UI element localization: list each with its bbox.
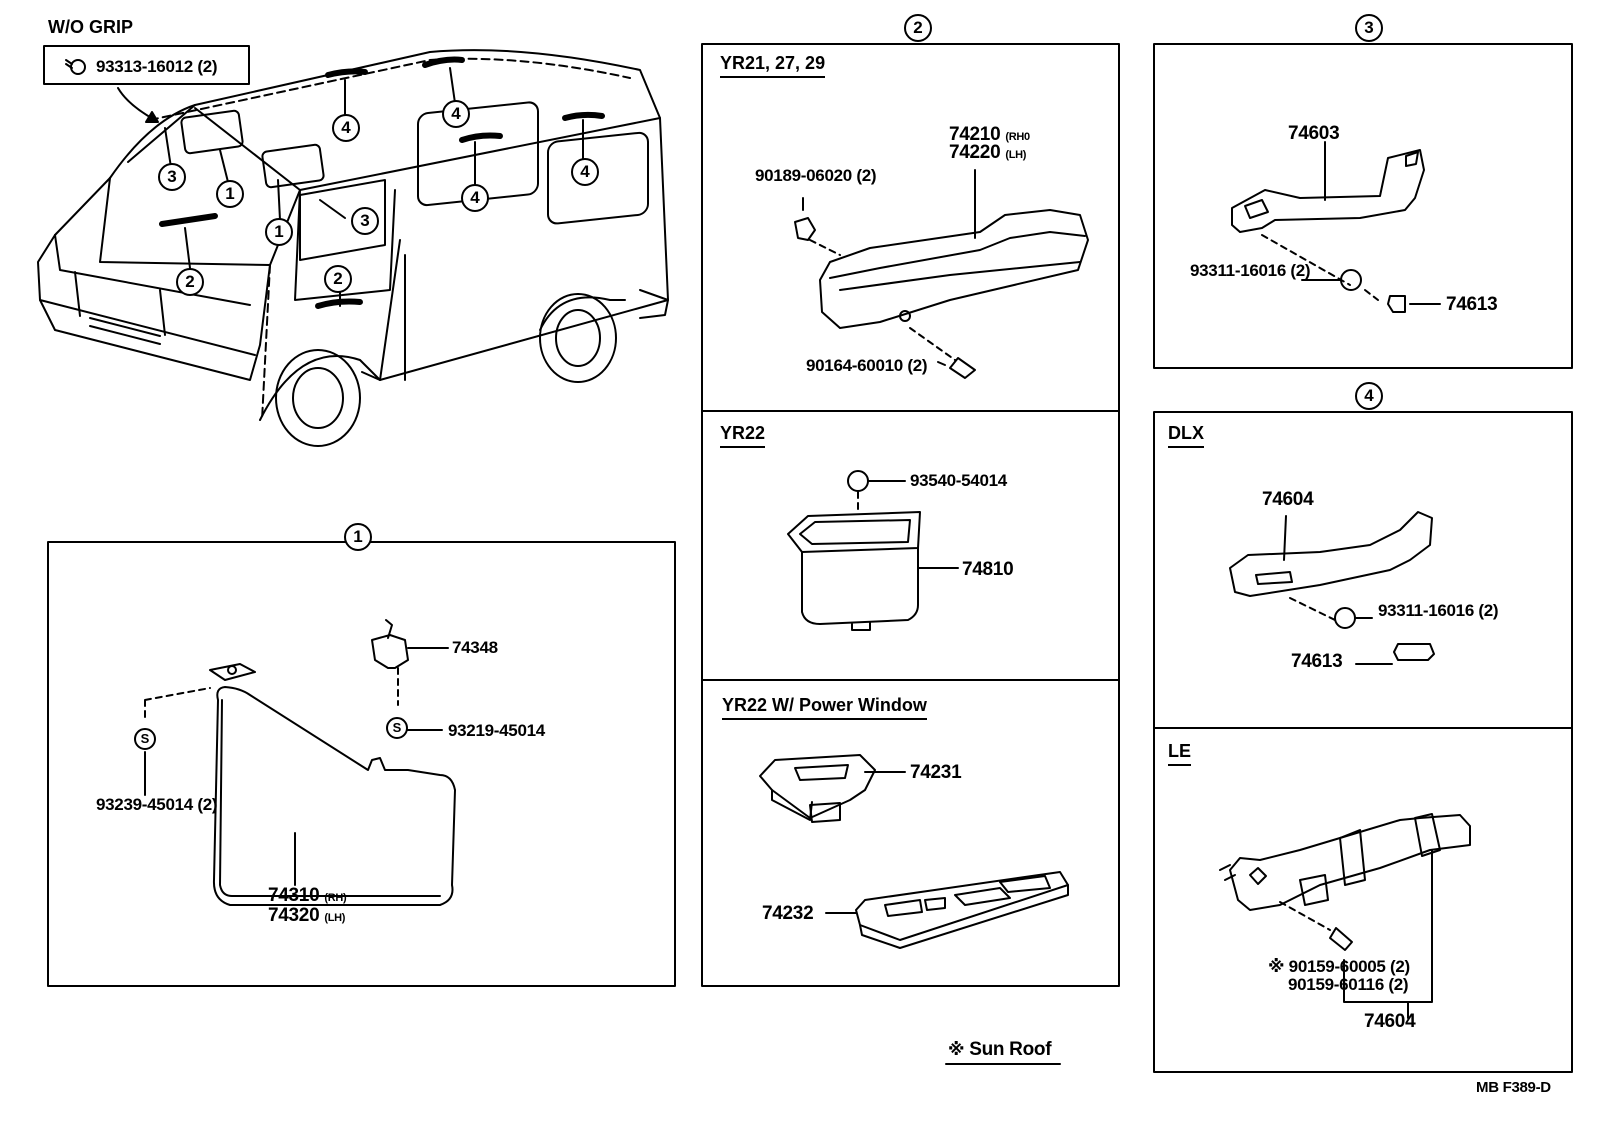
callout-2: 2 bbox=[324, 265, 352, 293]
model-header-yr21: YR21, 27, 29 bbox=[720, 54, 826, 78]
panel-3-box bbox=[1153, 43, 1573, 369]
rear-grip-screw-part-number: 93311-16016 (2) bbox=[1190, 261, 1311, 280]
grip-lh-part-number: 74220 (LH) bbox=[949, 142, 1027, 163]
grip-rh-part-number: 74210 (RH0 bbox=[949, 124, 1030, 145]
callout-4: 4 bbox=[442, 100, 470, 128]
section-1-callout: 1 bbox=[344, 523, 372, 551]
grade-header-dlx: DLX bbox=[1168, 424, 1204, 448]
le-strap-drawing bbox=[1219, 813, 1471, 1019]
grip-screw-part-number: 90164-60010 (2) bbox=[806, 356, 928, 375]
diagram-code: MB F389-D bbox=[1476, 1079, 1551, 1096]
visor-rh-part-number: 74310 (RH) bbox=[268, 885, 347, 906]
assist-grip-drawing bbox=[794, 169, 1089, 379]
dlx-screw-part-number: 93311-16016 (2) bbox=[1378, 601, 1499, 620]
grade-header-le: LE bbox=[1168, 742, 1192, 766]
dlx-grip-part-number: 74604 bbox=[1262, 489, 1314, 510]
panel-2-box bbox=[701, 43, 1120, 987]
screw-s-mark: S bbox=[386, 717, 408, 739]
pocket-drawing bbox=[787, 470, 959, 631]
callout-4: 4 bbox=[332, 114, 360, 142]
callout-1: 1 bbox=[216, 180, 244, 208]
wo-grip-title: W/O GRIP bbox=[48, 17, 133, 37]
callout-4: 4 bbox=[461, 184, 489, 212]
le-strap-part-number: 74604 bbox=[1364, 1011, 1416, 1032]
section-2-callout: 2 bbox=[904, 14, 932, 42]
model-header-yr22-power-window: YR22 W/ Power Window bbox=[722, 696, 927, 720]
section-3-callout: 3 bbox=[1355, 14, 1383, 42]
bolt-part-number: 93313-16012 (2) bbox=[96, 57, 218, 76]
clip-part-number: 90189-06020 (2) bbox=[755, 166, 877, 185]
panel-1-box bbox=[47, 541, 676, 987]
screw-part-number: 93239-45014 (2) bbox=[96, 795, 218, 814]
le-bolt-part-number: 90159-60116 (2) bbox=[1288, 975, 1409, 994]
visor-lh-part-number: 74320 (LH) bbox=[268, 905, 346, 926]
rear-grip-drawing bbox=[1231, 141, 1441, 313]
model-header-yr22: YR22 bbox=[720, 424, 766, 448]
callout-3: 3 bbox=[351, 207, 379, 235]
le-bolt-sunroof-part-number: ※ 90159-60005 (2) bbox=[1268, 957, 1410, 976]
window-switch-drawing bbox=[759, 754, 1069, 949]
master-switch-part-number: 74232 bbox=[762, 903, 814, 924]
panel-4-box bbox=[1153, 411, 1573, 1073]
screw-s-mark: S bbox=[134, 728, 156, 750]
sunroof-legend: ※ Sun Roof bbox=[948, 1039, 1052, 1060]
dlx-grip-drawing bbox=[1229, 511, 1435, 665]
rear-grip-cap-part-number: 74613 bbox=[1446, 294, 1498, 315]
rear-grip-part-number: 74603 bbox=[1288, 123, 1340, 144]
callout-2: 2 bbox=[176, 268, 204, 296]
dlx-cap-part-number: 74613 bbox=[1291, 651, 1343, 672]
pocket-screw-part-number: 93540-54014 bbox=[910, 471, 1007, 490]
screw-part-number: 93219-45014 bbox=[448, 721, 545, 740]
van-illustration bbox=[37, 49, 669, 447]
pocket-part-number: 74810 bbox=[962, 559, 1014, 580]
stay-part-number: 74348 bbox=[452, 638, 498, 657]
sun-visor-drawing bbox=[144, 619, 456, 906]
callout-3: 3 bbox=[158, 163, 186, 191]
callout-4: 4 bbox=[571, 158, 599, 186]
section-4-callout: 4 bbox=[1355, 382, 1383, 410]
switch-part-number: 74231 bbox=[910, 762, 962, 783]
callout-1: 1 bbox=[265, 218, 293, 246]
wo-grip-box bbox=[43, 45, 250, 85]
